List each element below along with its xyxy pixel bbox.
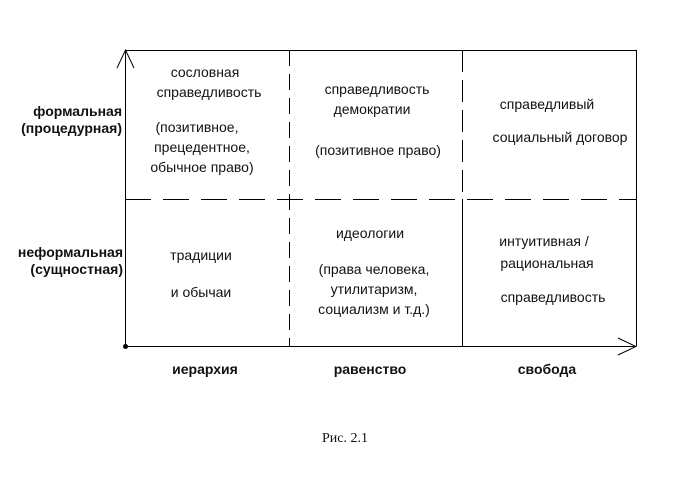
column-label-freedom: свобода: [517, 361, 577, 377]
cell-text: социализм и т.д.): [318, 301, 430, 317]
cell-text: рациональная: [500, 255, 594, 271]
cell-text: справедливость: [324, 81, 430, 97]
cell-text: утилитаризм,: [330, 281, 418, 297]
column-label-equality: равенство: [333, 361, 407, 377]
x-axis-arrow-icon: [617, 337, 638, 356]
row-label-line: (сущностная): [30, 261, 123, 277]
row-label-formal: формальная (процедурная): [21, 103, 122, 137]
row-label-informal: неформальная (сущностная): [18, 244, 123, 278]
cell-text: прецедентное,: [154, 139, 250, 155]
cell-text: (позитивное,: [155, 119, 239, 135]
cell-text: интуитивная /: [499, 233, 589, 249]
cell-text: справедливость: [156, 84, 262, 100]
cell-text: (права человека,: [318, 261, 430, 277]
origin-dot: [123, 344, 128, 349]
figure-caption: Рис. 2.1: [322, 431, 368, 446]
cell-text: (позитивное право): [315, 142, 441, 158]
cell-text: социальный договор: [492, 129, 628, 145]
cell-text: обычное право): [150, 159, 254, 175]
column-label-hierarchy: иерархия: [172, 361, 238, 377]
cell-text: справедливый: [499, 96, 595, 112]
cell-text: сословная: [170, 64, 240, 80]
cell-text: традиции: [170, 247, 232, 263]
cell-text: демократии: [333, 101, 411, 117]
row-label-line: (процедурная): [21, 120, 122, 136]
cell-text: и обычаи: [170, 284, 232, 300]
row-label-line: формальная: [33, 103, 122, 119]
cell-text: справедливость: [500, 289, 606, 305]
row-label-line: неформальная: [17, 244, 123, 260]
cell-text: идеологии: [335, 225, 405, 241]
